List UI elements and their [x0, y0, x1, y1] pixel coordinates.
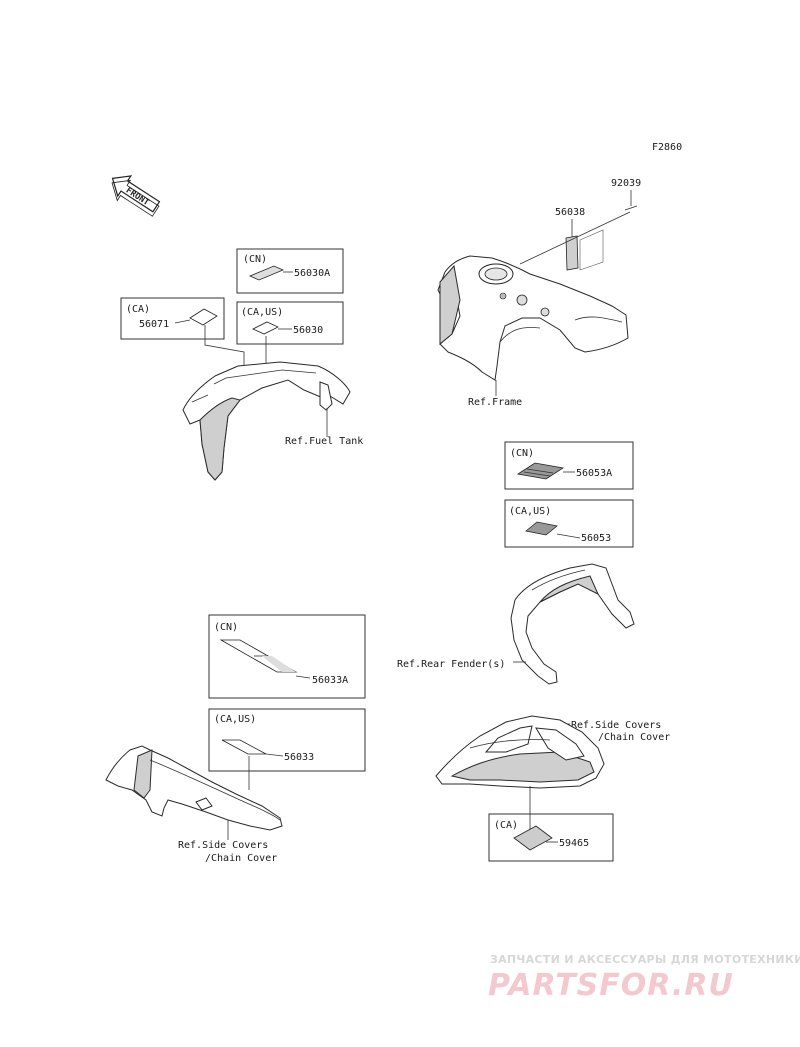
- ref-chain-cover: /Chain Cover: [205, 853, 277, 864]
- frame-group: 92039 56038 Ref.Frame: [437, 178, 641, 408]
- label-sticker-icon: [189, 308, 218, 326]
- figure-code: F2860: [652, 142, 682, 153]
- region-label: (CA,US): [509, 506, 551, 517]
- label-sticker-icon: [248, 265, 285, 281]
- watermark-tagline: ЗАПЧАСТИ И АКСЕССУАРЫ ДЛЯ МОТОТЕХНИКИ: [490, 953, 800, 966]
- part-number: 56071: [139, 319, 169, 330]
- callout-box-56030: [236, 301, 344, 345]
- callout-box-56030a: [236, 248, 344, 294]
- part-number: 56033: [284, 752, 314, 763]
- side-cover-drawing: [435, 715, 605, 789]
- part-number: 56053A: [576, 468, 612, 479]
- region-label: (CN): [214, 622, 238, 633]
- label-sticker-icon: [252, 321, 279, 335]
- part-number: 56038: [555, 207, 585, 218]
- fuel-tank-cover-drawing: [182, 361, 351, 481]
- ref-side-covers: Ref.Side Covers: [178, 840, 268, 851]
- chain-cover-group: (CN) 56033A (CA,US) 56033 Ref.Side Cover…: [105, 614, 366, 864]
- chain-cover-drawing: [105, 745, 283, 831]
- region-label: (CA): [494, 820, 518, 831]
- part-number: 56033A: [312, 675, 348, 686]
- part-number: 92039: [611, 178, 641, 189]
- region-label: (CA,US): [214, 714, 256, 725]
- ref-side-covers: Ref.Side Covers: [571, 720, 661, 731]
- callout-box-59465: [488, 813, 614, 862]
- watermark-logo: PARTSFOR.RU: [488, 968, 734, 1003]
- region-label: (CN): [243, 254, 267, 265]
- region-label: (CN): [510, 448, 534, 459]
- callout-box-56053a: [504, 441, 634, 490]
- label-sticker-icon: [565, 235, 579, 271]
- frame-drawing: [437, 255, 629, 381]
- fuel-tank-group: (CN) 56030A (CA) 56071 (CA,US) 56030 Ref…: [120, 248, 363, 481]
- part-number: 56030A: [294, 268, 330, 279]
- region-label: (CA): [126, 304, 150, 315]
- label-sticker-icon: [525, 521, 558, 536]
- ref-frame: Ref.Frame: [468, 397, 522, 408]
- ref-chain-cover: /Chain Cover: [598, 732, 670, 743]
- part-number: 56053: [581, 533, 611, 544]
- rear-fender-group: (CN) (CN) 56053A (CA,US) 56053 Ref.Rear …: [397, 441, 635, 685]
- callout-box-56053: [504, 499, 634, 548]
- callout-box-56033: [208, 708, 366, 772]
- ref-rear-fender: Ref.Rear Fender(s): [397, 659, 505, 670]
- region-label: (CA,US): [241, 307, 283, 318]
- label-sticker-icon: [513, 825, 553, 851]
- front-arrow-icon: FRONT: [111, 175, 161, 217]
- part-number: 59465: [559, 838, 589, 849]
- callout-box-56071: [120, 297, 225, 340]
- side-cover-group: Ref.Side Covers /Chain Cover (CA) 59465: [435, 715, 670, 862]
- callout-box-56033a: [208, 614, 366, 699]
- rear-fender-drawing: [510, 563, 635, 685]
- label-sticker-icon: [221, 739, 267, 755]
- part-number: 56030: [293, 325, 323, 336]
- watermark: ЗАПЧАСТИ И АКСЕССУАРЫ ДЛЯ МОТОТЕХНИКИ PA…: [488, 953, 800, 1003]
- ref-fuel-tank: Ref.Fuel Tank: [285, 436, 363, 447]
